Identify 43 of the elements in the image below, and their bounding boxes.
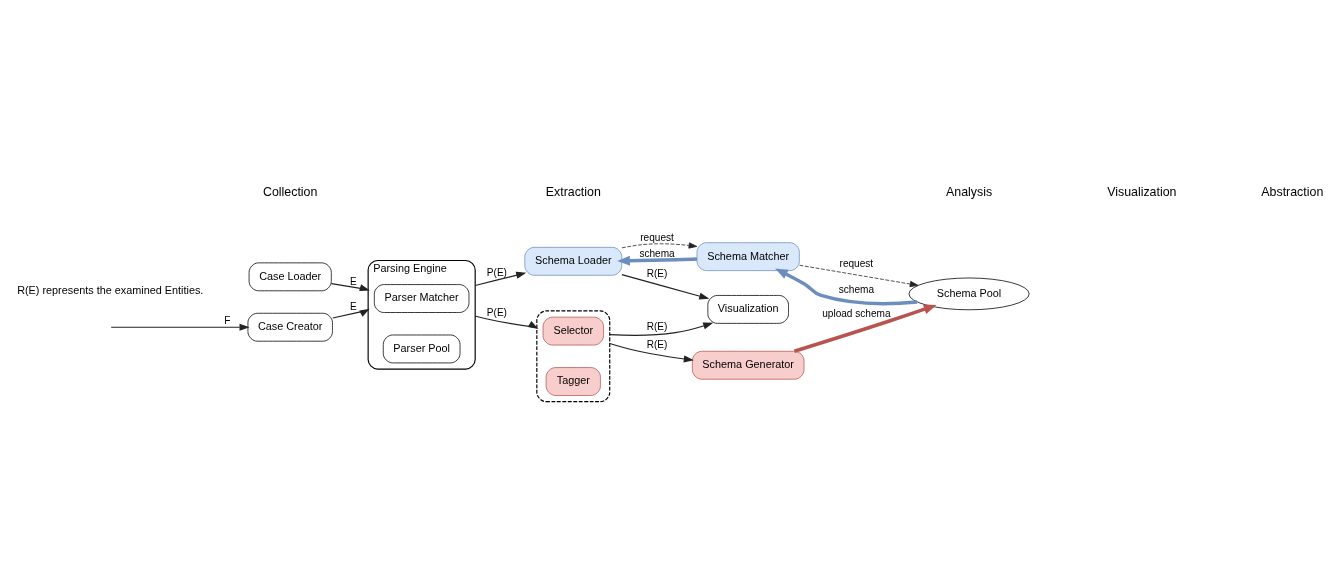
edge-label: E (350, 275, 357, 287)
node-box: Case Creator (247, 312, 333, 342)
edge-label: request (839, 257, 874, 269)
arrow (617, 255, 698, 266)
label: Visualization (1107, 184, 1177, 199)
node-box: Parser Pool (382, 334, 461, 363)
edge-label: P(E) (486, 306, 507, 318)
arrow (332, 308, 370, 319)
arrow (474, 314, 539, 329)
label: Abstraction (1261, 184, 1324, 199)
edge-label: P(E) (486, 266, 507, 278)
arrow (621, 273, 710, 300)
edge-label: F (224, 314, 231, 326)
edge-label: E (350, 300, 357, 312)
label: Analysis (945, 184, 993, 199)
arrow (793, 303, 937, 353)
node-box: Schema Generator (691, 350, 805, 380)
node-box: Schema Loader (524, 246, 623, 276)
arrow (609, 342, 694, 362)
node-box: Schema Matcher (696, 241, 800, 271)
node-box: Tagger (545, 366, 601, 396)
node-box: Case Loader (248, 261, 332, 291)
node-box: Selector (542, 316, 604, 345)
arrow (609, 322, 714, 336)
edge-label: R(E) (646, 338, 668, 350)
label: Extraction (545, 184, 601, 199)
cluster (536, 309, 611, 402)
edge-label: R(E) (646, 267, 668, 279)
arrow (330, 282, 370, 291)
label: Collection (262, 184, 318, 199)
edge-label: R(E) (646, 320, 668, 332)
label: R(E) represents the examined Entities. (17, 283, 204, 296)
edge-label: request (640, 231, 674, 243)
arrow (775, 268, 918, 305)
arrow (474, 271, 527, 286)
edge-label: schema (639, 247, 675, 259)
node-box: Visualization (707, 294, 789, 324)
arrow (799, 264, 919, 287)
edge-label: schema (838, 283, 875, 295)
node-box: Parser Matcher (373, 283, 470, 313)
arrow (110, 323, 250, 331)
arrow (621, 241, 698, 249)
edge-label: upload schema (822, 307, 891, 319)
